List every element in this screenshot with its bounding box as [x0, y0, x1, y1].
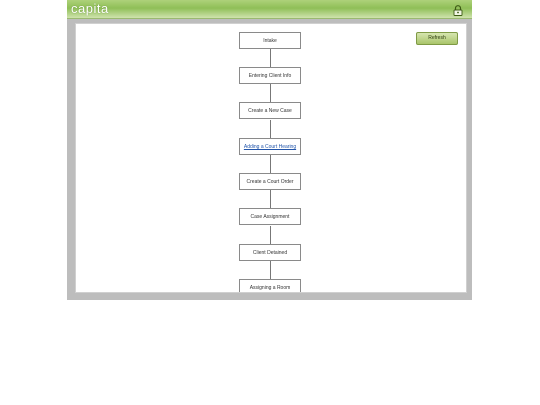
refresh-button[interactable]: Refresh	[416, 32, 458, 45]
flow-step-assigning-room[interactable]: Assigning a Room	[239, 279, 301, 292]
lock-icon[interactable]	[453, 3, 463, 16]
header-bar: capita	[67, 0, 472, 19]
flow-connector	[270, 49, 271, 67]
capita-logo: capita	[71, 1, 109, 16]
flow-step-case-assignment[interactable]: Case Assignment	[239, 208, 301, 225]
flow-step-intake[interactable]: Intake	[239, 32, 301, 49]
flow-connector	[270, 261, 271, 279]
flow-connector	[270, 84, 271, 102]
flow-step-entering-client-info[interactable]: Entering Client Info	[239, 67, 301, 84]
flow-step-create-court-order[interactable]: Create a Court Order	[239, 173, 301, 190]
flow-connector	[270, 155, 271, 173]
flow-step-client-detained[interactable]: Client Detained	[239, 244, 301, 261]
flow-connector	[270, 190, 271, 208]
workflow-panel: Refresh Intake Entering Client Info Crea…	[75, 23, 467, 293]
app-window: capita Refresh Intake Entering Client In…	[67, 0, 472, 300]
flow-connector	[270, 226, 271, 244]
flow-step-adding-court-hearing[interactable]: Adding a Court Hearing	[239, 138, 301, 155]
flow-step-create-new-case[interactable]: Create a New Case	[239, 102, 301, 119]
workflow-diagram: Intake Entering Client Info Create a New…	[76, 24, 466, 292]
flow-connector	[270, 120, 271, 138]
